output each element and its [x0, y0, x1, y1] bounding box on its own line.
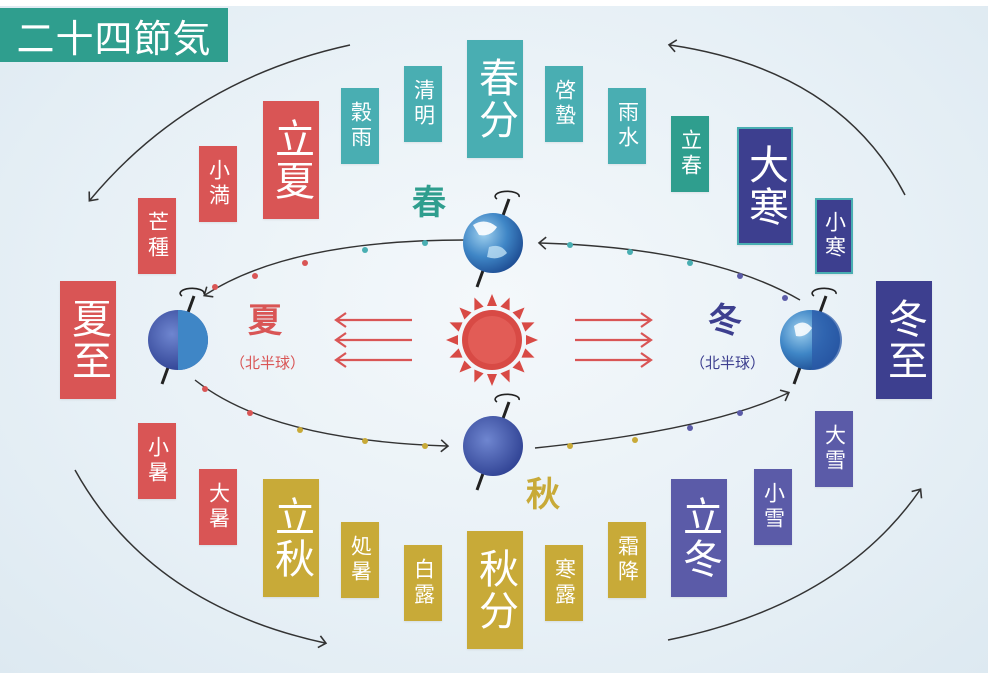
term-geshi: 夏至: [60, 281, 116, 399]
earth-globe-icon-autumn: [463, 393, 523, 491]
term-shosetsu: 小雪: [754, 469, 792, 545]
term-daikan: 大寒: [737, 127, 793, 245]
term-boshu: 芒種: [138, 198, 176, 274]
orbit-bottom-right: [534, 389, 791, 449]
season-label-autumn: 秋: [526, 475, 560, 515]
term-usui: 雨水: [608, 88, 646, 164]
term-shunbun: 春分: [467, 40, 523, 158]
term-keichitsu: 啓蟄: [545, 66, 583, 142]
rotation-arrow-icon: [494, 393, 520, 403]
sunlight-arrows-icon-right: [575, 312, 653, 368]
term-seimei: 清明: [404, 66, 442, 142]
earth-globe-icon-spring: [463, 190, 523, 288]
orbit-top-right: [537, 236, 801, 301]
term-shokan: 小寒: [815, 198, 853, 274]
sunlight-arrows-icon-left: [334, 312, 412, 368]
orbit-dots: [202, 240, 788, 449]
term-shosho: 小暑: [138, 423, 176, 499]
rotation-arrow-icon: [811, 287, 837, 297]
outer-arrow-bottom-left: [74, 469, 328, 649]
outer-arrow-top-left: [88, 44, 351, 202]
outer-arrow-top-right: [667, 39, 906, 196]
term-ritto: 立冬: [671, 479, 727, 597]
orbit-top-left: [203, 239, 466, 298]
term-risshu: 立秋: [263, 479, 319, 597]
season-label-spring: 春: [412, 183, 446, 223]
term-shosho-heat: 処暑: [341, 522, 379, 598]
earth-globe-icon-summer: [148, 287, 208, 385]
orbit-bottom-left: [194, 379, 450, 453]
season-label-winter: 冬: [708, 301, 742, 341]
earth-globe-icon-winter: [780, 287, 842, 385]
rotation-arrow-icon: [494, 190, 520, 200]
term-taisetsu: 大雪: [815, 411, 853, 487]
hemisphere-label-winter: （北半球）: [690, 354, 766, 372]
hemisphere-label-summer: （北半球）: [230, 354, 306, 372]
page-title: 二十四節気: [0, 8, 228, 62]
term-hakuro: 白露: [404, 545, 442, 621]
term-rikka: 立夏: [263, 101, 319, 219]
term-soko: 霜降: [608, 522, 646, 598]
term-kokuu: 穀雨: [341, 88, 379, 164]
term-taisho: 大暑: [199, 469, 237, 545]
season-label-summer: 夏: [248, 301, 282, 341]
term-shoman: 小満: [199, 146, 237, 222]
sun-icon: [446, 294, 538, 386]
term-risshun: 立春: [671, 116, 709, 192]
term-toji: 冬至: [876, 281, 932, 399]
term-kanro: 寒露: [545, 545, 583, 621]
outer-arrow-bottom-right: [667, 488, 923, 641]
rotation-arrow-icon: [179, 287, 205, 297]
term-shubun: 秋分: [467, 531, 523, 649]
